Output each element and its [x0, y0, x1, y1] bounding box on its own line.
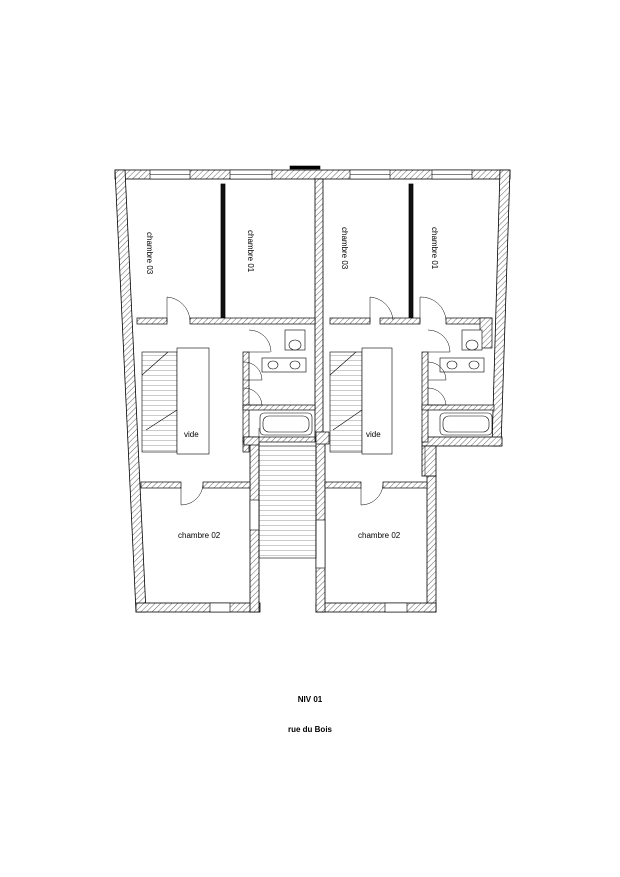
left-chambre-01-label: chambre 01	[246, 230, 255, 273]
right-chambre-01-label: chambre 01	[430, 227, 439, 270]
left-chambre-02-label: chambre 02	[178, 531, 221, 540]
interior-walls	[136, 183, 495, 489]
right-chambre-03-label: chambre 03	[340, 227, 349, 270]
right-corner-wall	[421, 445, 437, 477]
door-swings	[166, 296, 451, 506]
courtyard-stair	[258, 445, 317, 559]
right-wall	[491, 169, 511, 447]
street-name: rue du Bois	[287, 725, 332, 734]
bathroom-wall-right	[421, 436, 503, 447]
right-lower-wall	[426, 475, 437, 613]
left-chambre-03-label: chambre 03	[145, 232, 154, 275]
bathroom-fixtures-right	[439, 329, 493, 436]
stair-left	[141, 347, 210, 455]
stair-right	[329, 347, 393, 455]
right-chambre-02-label: chambre 02	[358, 531, 401, 540]
windows-top	[149, 165, 473, 180]
bottom-wall-left	[135, 602, 261, 613]
left-wall	[114, 169, 147, 613]
bottom-wall-right	[315, 602, 437, 613]
party-wall	[314, 178, 324, 442]
bathroom-fixtures-left	[259, 329, 313, 436]
windows-bottom	[209, 499, 408, 613]
level-title: NIV 01	[297, 695, 323, 704]
left-vide-label: vide	[184, 430, 199, 439]
right-vide-label: vide	[366, 430, 381, 439]
